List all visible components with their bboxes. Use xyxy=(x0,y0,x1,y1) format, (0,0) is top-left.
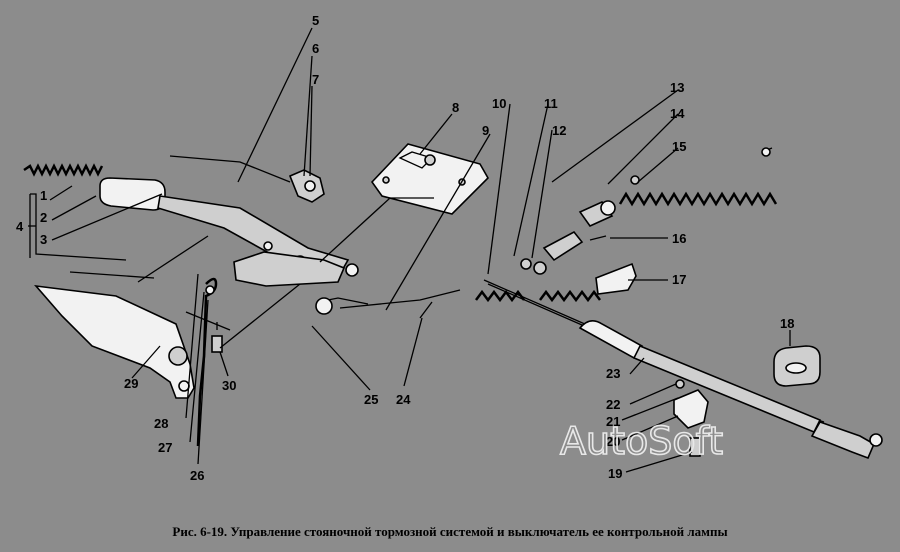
callout-4: 4 xyxy=(16,219,24,234)
callout-14: 14 xyxy=(670,106,685,121)
callout-29: 29 xyxy=(124,376,138,391)
callout-8: 8 xyxy=(452,100,459,115)
callout-19: 19 xyxy=(608,466,622,481)
callout-13: 13 xyxy=(670,80,684,95)
figure-caption: Рис. 6-19. Управление стояночной тормозн… xyxy=(172,524,728,539)
callout-30: 30 xyxy=(222,378,236,393)
callout-25: 25 xyxy=(364,392,378,407)
callout-18: 18 xyxy=(780,316,794,331)
lever-spring xyxy=(23,163,104,177)
callout-16: 16 xyxy=(672,231,686,246)
callout-labels: 1 2 3 4 5 6 7 8 9 10 11 12 13 14 15 16 1… xyxy=(16,13,794,483)
cable-sheath xyxy=(578,320,883,460)
callout-11: 11 xyxy=(544,96,558,111)
equalizer-assembly xyxy=(233,251,369,315)
warning-switch xyxy=(520,200,616,275)
bolt xyxy=(211,322,223,353)
callout-1: 1 xyxy=(40,188,47,203)
watermark-logo: AutoSoft xyxy=(560,419,723,463)
callout-12: 12 xyxy=(552,123,566,138)
callout-26: 26 xyxy=(190,468,204,483)
callout-15: 15 xyxy=(672,139,686,154)
callout-22: 22 xyxy=(606,397,620,412)
callout-21: 21 xyxy=(606,414,620,429)
clip-wire xyxy=(196,277,218,447)
callout-24: 24 xyxy=(396,392,411,407)
sheath-bracket xyxy=(673,379,709,457)
cable-spring xyxy=(618,147,778,207)
callout-3: 3 xyxy=(40,232,47,247)
callout-28: 28 xyxy=(154,416,168,431)
lever-grip xyxy=(99,177,166,211)
grommet xyxy=(773,345,821,387)
callout-9: 9 xyxy=(482,123,489,138)
callout-20: 20 xyxy=(606,434,620,449)
callout-17: 17 xyxy=(672,272,686,287)
callout-23: 23 xyxy=(606,366,620,381)
callout-6: 6 xyxy=(312,41,319,56)
mounting-bracket xyxy=(370,143,489,215)
callout-2: 2 xyxy=(40,210,47,225)
callout-27: 27 xyxy=(158,440,172,455)
lever-bracket xyxy=(34,284,195,399)
leader-lines xyxy=(28,27,791,473)
callout-10: 10 xyxy=(492,96,506,111)
callout-7: 7 xyxy=(312,72,319,87)
return-spring xyxy=(475,262,637,303)
callout-5: 5 xyxy=(312,13,319,28)
